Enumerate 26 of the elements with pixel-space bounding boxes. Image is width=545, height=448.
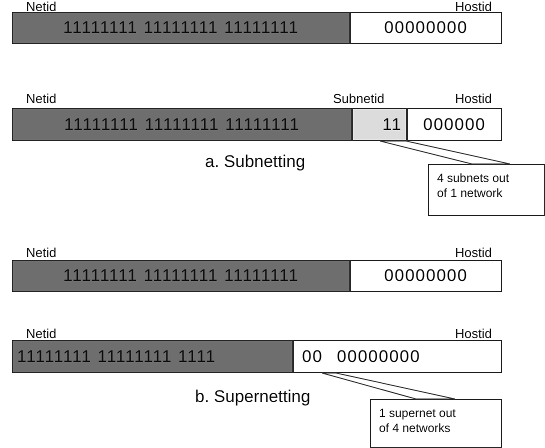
field-label: Netid bbox=[26, 246, 56, 260]
bit-field: 11 bbox=[352, 108, 407, 141]
field-label: Netid bbox=[26, 0, 56, 14]
callout-text: 4 subnets out of 1 network bbox=[437, 171, 510, 200]
bit-field: 11111111 11111111 11111111 bbox=[12, 12, 350, 44]
callout-text: 1 supernet out of 4 networks bbox=[379, 406, 456, 435]
figure-caption: a. Subnetting bbox=[205, 152, 306, 172]
field-label: Netid bbox=[26, 92, 56, 106]
bit-field: 00000000 bbox=[350, 260, 502, 292]
callout-box bbox=[428, 164, 545, 216]
field-label: Hostid bbox=[455, 246, 492, 260]
field-label: Netid bbox=[26, 327, 56, 341]
bit-field: 11111111 11111111 11111111 bbox=[12, 260, 350, 292]
bit-group: 00000000 bbox=[336, 346, 421, 366]
field-label: Hostid bbox=[455, 92, 492, 106]
bit-group: 00 bbox=[302, 346, 323, 366]
field-label: Hostid bbox=[455, 0, 492, 14]
field-label: Subnetid bbox=[333, 92, 384, 106]
bit-field: 00000000 bbox=[350, 12, 502, 44]
bit-field: 000000 bbox=[407, 108, 502, 141]
field-label: Hostid bbox=[455, 327, 492, 341]
callout-box bbox=[370, 399, 502, 448]
figure-caption: b. Supernetting bbox=[195, 387, 310, 407]
bit-field bbox=[293, 340, 502, 373]
bit-field: 11111111 11111111 1111 bbox=[12, 340, 293, 373]
bit-field: 11111111 11111111 11111111 bbox=[12, 108, 352, 141]
